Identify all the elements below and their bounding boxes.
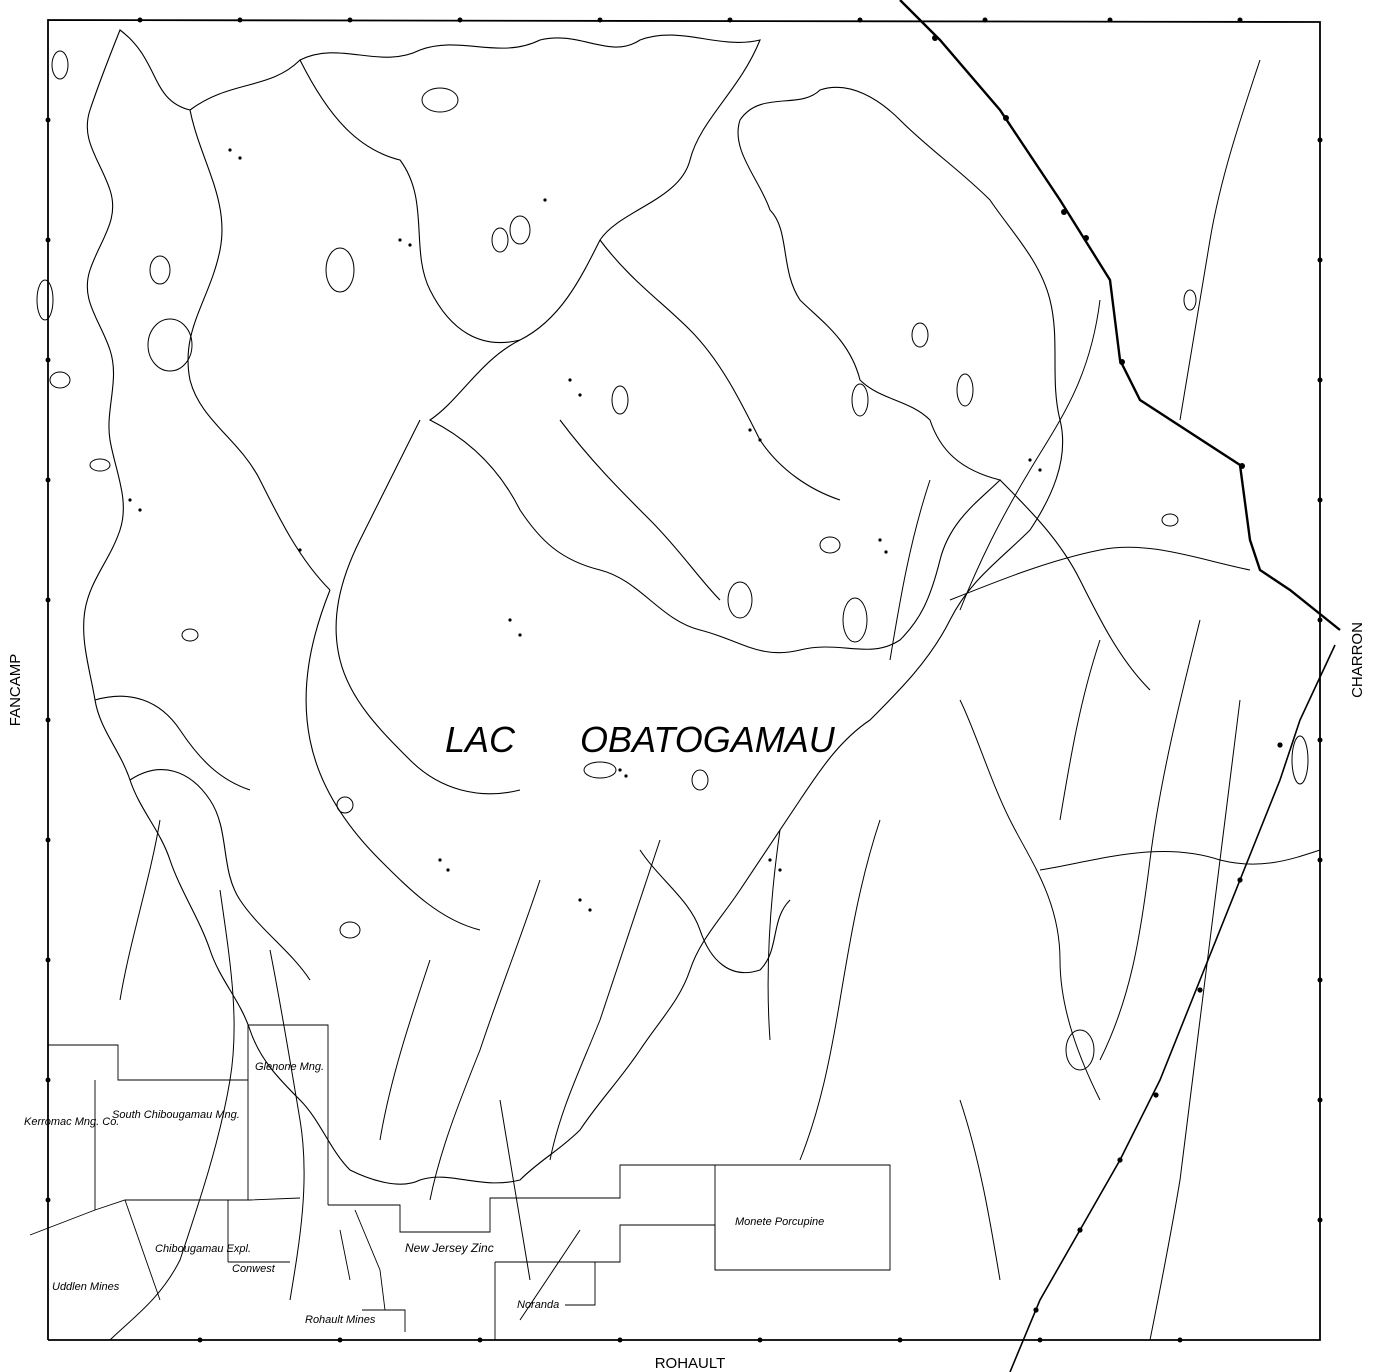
lake-label-obatogamau: OBATOGAMAU (580, 719, 836, 760)
claim-label-monete: Monete Porcupine (735, 1216, 824, 1228)
claim-label-rohault: Rohault Mines (305, 1314, 376, 1326)
lake-label-lac: LAC (445, 719, 516, 760)
road-dots (932, 35, 1245, 469)
claim-label-chibougamau-expl: Chibougamau Expl. (155, 1243, 251, 1255)
claim-label-south-chibougamau: South Chibougamau Mng. (112, 1109, 240, 1121)
claim-label-uddlen: Uddlen Mines (52, 1281, 120, 1293)
claim-labels: Kerromac Mng. Co. South Chibougamau Mng.… (24, 1061, 824, 1326)
label-rohault: ROHAULT (655, 1355, 726, 1372)
road (899, 0, 1341, 631)
claim-label-glenone: Glenone Mng. (255, 1061, 324, 1073)
claim-label-noranda: Noranda (517, 1299, 559, 1311)
claim-label-new-jersey-zinc: New Jersey Zinc (405, 1241, 494, 1255)
border-ticks (45, 17, 1323, 1343)
label-fancamp: FANCAMP (7, 654, 24, 727)
claim-label-conwest: Conwest (232, 1263, 276, 1275)
claim-boundaries (29, 1024, 891, 1340)
lake-label: LAC OBATOGAMAU (445, 719, 836, 760)
islands (36, 50, 1309, 1071)
railway-dots (1033, 742, 1283, 1313)
lake-shoreline (83, 29, 1151, 1185)
railway (1009, 644, 1336, 1372)
township-border (45, 17, 1323, 1343)
streams (109, 59, 1321, 1341)
label-charron: CHARRON (1349, 622, 1366, 698)
claim-label-kerromac: Kerromac Mng. Co. (24, 1116, 119, 1128)
